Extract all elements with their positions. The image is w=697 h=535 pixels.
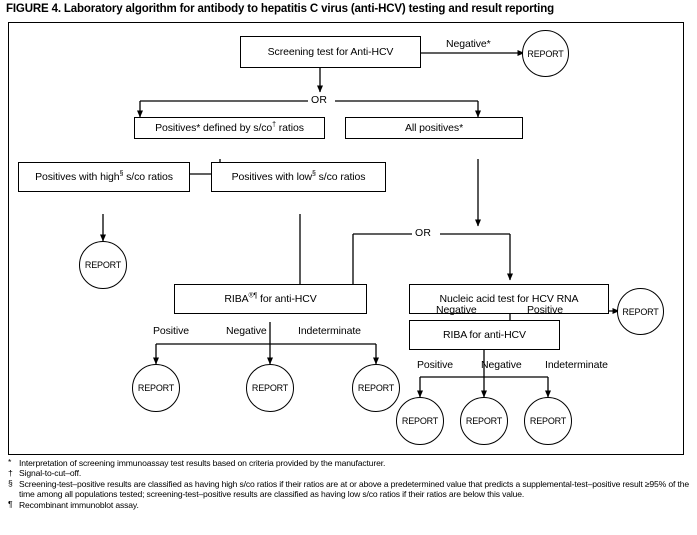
node-report-nat-positive[interactable]: REPORT — [617, 288, 664, 335]
figure-title: FIGURE 4. Laboratory algorithm for antib… — [6, 3, 554, 15]
node-positives-low-sco[interactable]: Positives with low§ s/co ratios — [211, 162, 386, 192]
footnote-item: * Interpretation of screening immunoassa… — [8, 457, 690, 468]
footnote-item: † Signal-to-cut–off. — [8, 468, 690, 478]
footnote-marker: † — [8, 468, 13, 479]
node-report-nat-positive-label: REPORT — [622, 306, 659, 317]
node-screening-test-label: Screening test for Anti-HCV — [267, 46, 394, 58]
flowchart-connectors — [70, 50, 620, 398]
footnote-mark-section-high: § — [119, 170, 124, 178]
edge-label-riba2-negative: Negative — [481, 359, 522, 371]
node-report-riba1-indeterminate[interactable]: REPORT — [352, 364, 400, 412]
node-positives-defined-by-sco[interactable]: Positives* defined by s/co† ratios — [134, 117, 325, 139]
footnotes: * Interpretation of screening immunoassa… — [8, 457, 690, 510]
edge-label-screen-negative: Negative* — [446, 38, 491, 50]
footnote-text: Screening-test–positive results are clas… — [19, 478, 689, 500]
node-report-riba2-indeterminate[interactable]: REPORT — [524, 397, 572, 445]
or-junction-1-label: OR — [308, 94, 331, 106]
footnote-text: Interpretation of screening immunoassay … — [19, 458, 386, 468]
node-report-riba1-positive[interactable]: REPORT — [132, 364, 180, 412]
or-junction-2-label: OR — [412, 227, 435, 239]
node-report-riba2-negative[interactable]: REPORT — [460, 397, 508, 445]
node-screening-test[interactable]: Screening test for Anti-HCV — [240, 36, 421, 68]
node-report-high-sco[interactable]: REPORT — [79, 241, 127, 289]
node-nucleic-acid-test[interactable]: Nucleic acid test for HCV RNA — [409, 284, 609, 314]
footnote-mark-section-low: § — [312, 170, 316, 178]
node-riba-for-anti-hcv-secondary[interactable]: RIBA for anti-HCV — [409, 320, 560, 350]
footnote-mark-riba: ®¶ — [248, 292, 258, 300]
node-riba-for-anti-hcv-primary[interactable]: RIBA®¶ for anti-HCV — [174, 284, 367, 314]
footnote-item: § Screening-test–positive results are cl… — [8, 477, 690, 500]
figure-border — [8, 22, 684, 455]
footnote-item: ¶ Recombinant immunoblot assay. — [8, 498, 690, 510]
footnote-text: Signal-to-cut–off. — [19, 468, 82, 479]
node-report-negative-screen-label: REPORT — [527, 48, 564, 59]
footnote-marker: § — [8, 477, 13, 488]
node-report-riba2-positive[interactable]: REPORT — [396, 397, 444, 445]
flowchart-canvas: Screening test for Anti-HCV REPORT Negat… — [8, 22, 684, 455]
edge-label-riba1-positive: Positive — [153, 325, 189, 337]
edge-label-riba2-indeterminate: Indeterminate — [545, 359, 608, 371]
edge-label-riba1-negative: Negative — [226, 325, 267, 337]
node-all-positives[interactable]: All positives* — [345, 117, 523, 139]
node-report-high-sco-label: REPORT — [84, 260, 122, 270]
footnote-marker: * — [8, 457, 12, 467]
footnote-marker: ¶ — [8, 498, 13, 509]
node-riba-secondary-label: RIBA for anti-HCV — [443, 329, 526, 341]
node-all-positives-label: All positives* — [404, 122, 464, 134]
edge-label-nat-negative: Negative — [436, 304, 477, 316]
edge-label-riba2-positive: Positive — [417, 359, 453, 371]
node-report-negative-screen[interactable]: REPORT — [522, 30, 569, 77]
edge-label-nat-positive: Positive — [527, 304, 563, 316]
node-report-riba1-negative[interactable]: REPORT — [246, 364, 294, 412]
footnote-text: Recombinant immunoblot assay. — [19, 499, 139, 510]
node-nucleic-acid-test-label: Nucleic acid test for HCV RNA — [439, 293, 579, 305]
node-positives-high-sco[interactable]: Positives with high§ s/co ratios — [18, 162, 190, 192]
edge-label-riba1-indeterminate: Indeterminate — [298, 325, 361, 337]
footnote-mark-dagger: † — [272, 121, 276, 129]
